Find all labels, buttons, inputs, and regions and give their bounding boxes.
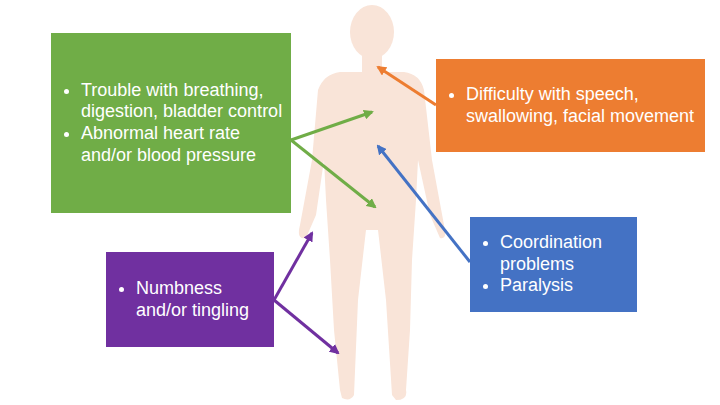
pointer-arrow: [378, 67, 436, 105]
pointer-arrow: [291, 140, 375, 207]
bullet-text: Numbness and/or tingling: [136, 278, 266, 321]
bullet-list: Numbness and/or tingling: [114, 278, 266, 321]
bullet-text: Trouble with breathing, digestion, bladd…: [81, 80, 283, 123]
pointer-arrow: [291, 112, 372, 140]
bullet-text: Coordination problems: [500, 232, 629, 275]
symptom-box: Difficulty with speech, swallowing, faci…: [436, 59, 705, 152]
bullet-list: Difficulty with speech, swallowing, faci…: [444, 84, 697, 127]
pointer-arrow: [378, 146, 470, 262]
symptom-box: Coordination problemsParalysis: [470, 217, 637, 312]
head: [350, 5, 394, 59]
bullet-text: Abnormal heart rate and/or blood pressur…: [81, 123, 283, 166]
body: [299, 72, 445, 400]
pointer-arrow: [274, 300, 338, 353]
pointer-arrow: [274, 233, 312, 300]
bullet-text: Paralysis: [500, 275, 629, 297]
bullet-text: Difficulty with speech, swallowing, faci…: [466, 84, 697, 127]
symptom-box: Numbness and/or tingling: [106, 252, 274, 347]
symptom-box: Trouble with breathing, digestion, bladd…: [51, 33, 291, 213]
bullet-list: Coordination problemsParalysis: [478, 232, 629, 297]
bullet-list: Trouble with breathing, digestion, bladd…: [59, 80, 283, 166]
